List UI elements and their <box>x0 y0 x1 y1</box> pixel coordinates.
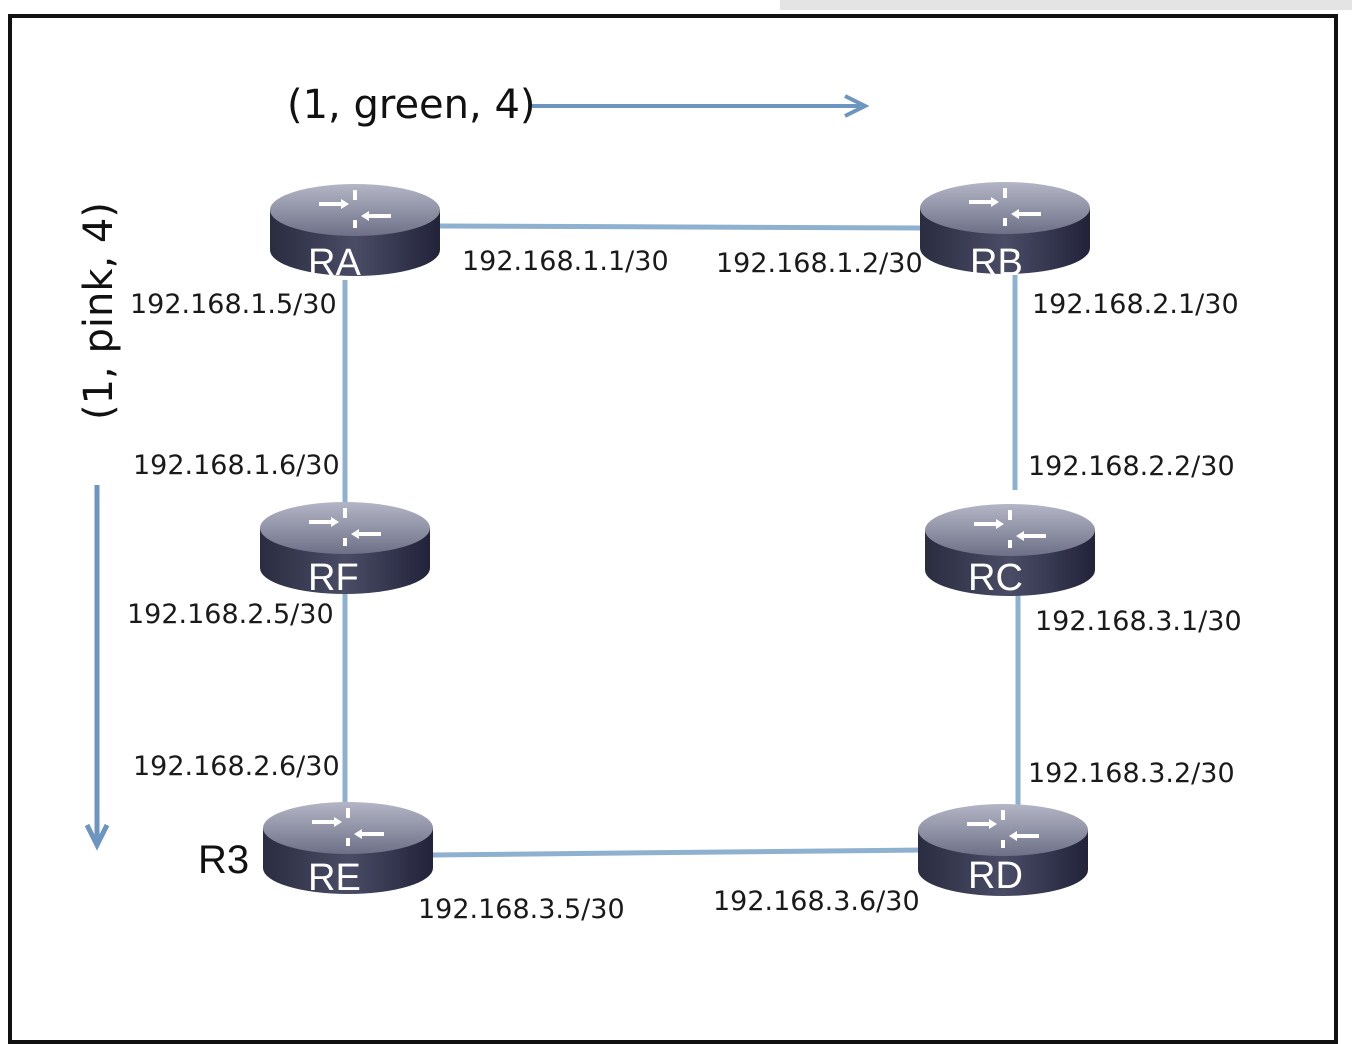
ip-re-rd: 192.168.3.5/30 <box>418 894 625 925</box>
ip-rc-rd: 192.168.3.1/30 <box>1035 606 1242 637</box>
ip-rc-rb: 192.168.2.2/30 <box>1028 451 1235 482</box>
router-label-re: RE <box>308 857 361 899</box>
r3-label: R3 <box>198 838 249 882</box>
network-diagram: RA RB RF RC RE RD (1, green, 4) (1, pink… <box>76 82 1242 925</box>
link-rd-re <box>429 847 923 858</box>
ip-ra-rb: 192.168.1.1/30 <box>462 246 669 277</box>
router-label-rb: RB <box>970 242 1023 284</box>
ip-rf-ra: 192.168.1.6/30 <box>133 450 340 481</box>
top-edge-bar <box>780 0 1352 10</box>
ip-re-rf: 192.168.2.6/30 <box>133 751 340 782</box>
ip-rb-rc: 192.168.2.1/30 <box>1032 289 1239 320</box>
router-label-ra: RA <box>308 242 361 284</box>
right-arrow <box>532 94 870 118</box>
ip-rf-re: 192.168.2.5/30 <box>127 599 334 630</box>
ip-rd-rc: 192.168.3.2/30 <box>1028 758 1235 789</box>
router-label-rd: RD <box>968 855 1023 897</box>
green-tuple-label: (1, green, 4) <box>287 82 536 128</box>
pink-tuple-label: (1, pink, 4) <box>76 202 122 420</box>
ip-rb-ra: 192.168.1.2/30 <box>716 248 923 279</box>
link-ra-rb <box>439 223 926 231</box>
ip-ra-rf: 192.168.1.5/30 <box>130 289 337 320</box>
router-label-rc: RC <box>968 557 1023 599</box>
ip-rd-re: 192.168.3.6/30 <box>713 886 920 917</box>
router-label-rf: RF <box>308 557 359 599</box>
down-arrow <box>84 485 110 851</box>
